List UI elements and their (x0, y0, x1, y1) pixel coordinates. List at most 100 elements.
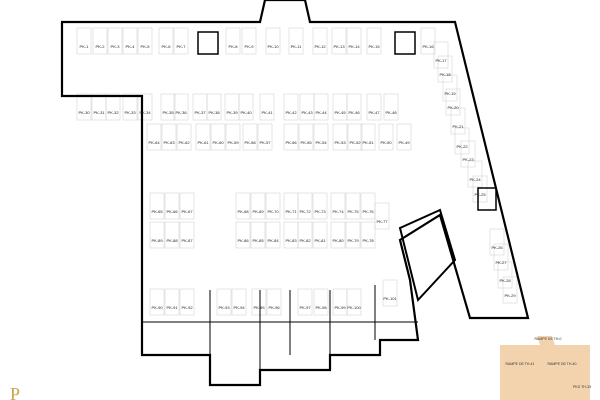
parking-stall (76, 93, 92, 121)
parking-stall (105, 93, 121, 121)
parking-stall (366, 93, 382, 121)
parking-space-label: PK-29 (504, 293, 516, 298)
parking-space-label: PK-32 (107, 110, 119, 115)
parking-stall (137, 93, 153, 121)
parking-space-label: PK-95 (253, 305, 265, 310)
parking-space-label: PK-56 (285, 140, 297, 145)
building-outline (60, 0, 530, 387)
parking-stall (137, 27, 153, 55)
parking-space-label: PK-89 (151, 238, 163, 243)
parking-stall (288, 27, 304, 55)
parking-stall (489, 228, 505, 256)
parking-stall (192, 93, 208, 121)
parking-space-label: PK-18 (439, 72, 451, 77)
parking-stall (345, 192, 361, 220)
parking-stall (297, 192, 313, 220)
parking-stall (179, 221, 195, 249)
logo: P (10, 384, 20, 400)
parking-stall (283, 192, 299, 220)
parking-space-label: PK-97 (299, 305, 311, 310)
parking-stall (472, 175, 488, 203)
parking-space-label: PK-45 (334, 110, 346, 115)
parking-space-label: PK-41 (261, 110, 273, 115)
parking-stall (225, 27, 241, 55)
parking-space-label: PK-68 (237, 209, 249, 214)
zone-label: RAMPE DE TH-40 (548, 362, 577, 366)
parking-stall (467, 160, 483, 188)
parking-stall (297, 288, 313, 316)
parking-space-label: PK-101 (383, 296, 397, 301)
parking-stall (265, 221, 281, 249)
parking-stall (383, 93, 399, 121)
parking-space-label: PK-44 (315, 110, 327, 115)
parking-space-label: PK-38 (208, 110, 220, 115)
parking-stall (345, 221, 361, 249)
parking-stall (497, 261, 513, 289)
parking-space-label: PK-65 (151, 209, 163, 214)
parking-space-label: PK-84 (267, 238, 279, 243)
parking-stall (437, 55, 453, 83)
parking-stall (259, 93, 275, 121)
parking-stall (149, 192, 165, 220)
parking-space-label: PK-31 (93, 110, 105, 115)
parking-space-label: PK-100 (347, 305, 361, 310)
ramp-core (398, 208, 457, 303)
zone-label: RAMPE DE TH-0 (535, 337, 562, 341)
parking-space-label: PK-92 (181, 305, 193, 310)
parking-stall (346, 93, 362, 121)
parking-stall (164, 288, 180, 316)
parking-stall (164, 221, 180, 249)
parking-space-label: PK-79 (347, 238, 359, 243)
parking-space-label: PK-43 (301, 110, 313, 115)
parking-space-label: PK-5 (141, 44, 151, 49)
parking-space-label: PK-40 (240, 110, 252, 115)
parking-space-label: PK-23 (462, 157, 474, 162)
parking-space-label: PK-11 (291, 44, 303, 49)
parking-stall (224, 93, 240, 121)
parking-space-label: PK-75 (347, 209, 359, 214)
parking-stall (122, 27, 138, 55)
parking-stall (173, 27, 189, 55)
parking-space-label: PK-46 (348, 110, 360, 115)
parking-space-label: PK-17 (435, 58, 447, 63)
parking-space-label: PK-21 (452, 124, 464, 129)
parking-space-label: PK-60 (212, 140, 224, 145)
parking-stall (283, 93, 299, 121)
parking-stall (332, 123, 348, 151)
parking-stall (179, 288, 195, 316)
parking-space-label: PK-62 (178, 140, 190, 145)
parking-stalls (76, 27, 518, 316)
parking-stall (149, 221, 165, 249)
parking-space-label: PK-36 (175, 110, 187, 115)
parking-stall (378, 123, 394, 151)
parking-stall (366, 27, 382, 55)
parking-space-label: PK-67 (181, 209, 193, 214)
parking-space-label: PK-81 (314, 238, 326, 243)
adjacent-zone (500, 336, 590, 400)
parking-stall (173, 93, 189, 121)
parking-stall (502, 276, 518, 304)
parking-space-label: PK-54 (315, 140, 327, 145)
parking-space-label: PK-26 (491, 245, 503, 250)
parking-space-label: PK-30 (78, 110, 90, 115)
parking-space-label: PK-14 (348, 44, 360, 49)
parking-stall (331, 27, 347, 55)
parking-space-label: PK-57 (259, 140, 271, 145)
parking-stall (330, 221, 346, 249)
parking-space-label: PK-50 (380, 140, 392, 145)
parking-space-label: PK-15 (368, 44, 380, 49)
parking-space-label: PK-72 (299, 209, 311, 214)
parking-stall (250, 192, 266, 220)
parking-space-label: PK-33 (124, 110, 136, 115)
parking-space-label: PK-28 (499, 278, 511, 283)
parking-stall (374, 202, 390, 230)
parking-space-label: PK-7 (177, 44, 187, 49)
parking-space-label: PK-8 (229, 44, 239, 49)
parking-space-label: PK-34 (139, 110, 151, 115)
parking-stall (265, 27, 281, 55)
parking-stall (76, 27, 92, 55)
parking-stall (176, 123, 192, 151)
parking-space-label: PK-61 (197, 140, 209, 145)
parking-stall (299, 93, 315, 121)
